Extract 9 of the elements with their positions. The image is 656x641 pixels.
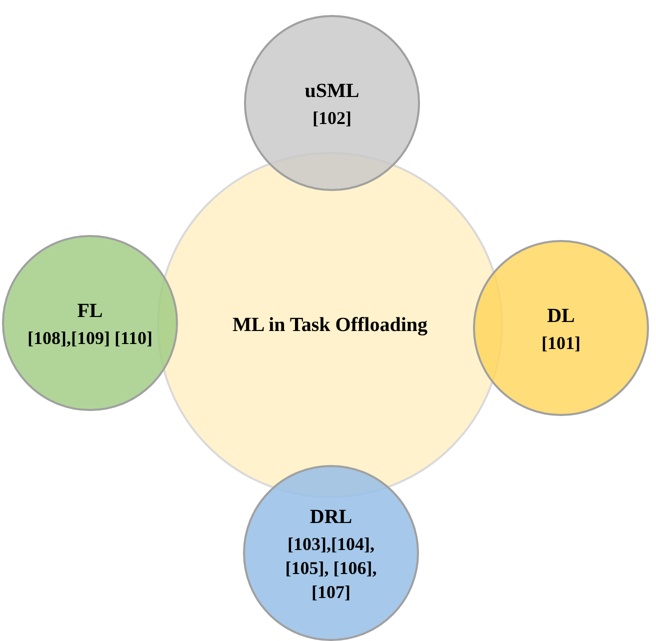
circle-title: FL: [77, 299, 103, 324]
circle-title: DL: [547, 304, 575, 329]
circle-title: uSML: [304, 79, 360, 104]
circle-title: DRL: [310, 505, 352, 530]
reference-list: [108],[109] [110]: [28, 326, 152, 350]
reference-list: [101]: [542, 331, 580, 355]
center-label: ML in Task Offloading: [232, 313, 428, 338]
reference-list: [102]: [312, 106, 352, 130]
reference-list: [103],[104], [105], [106], [107]: [271, 532, 391, 604]
